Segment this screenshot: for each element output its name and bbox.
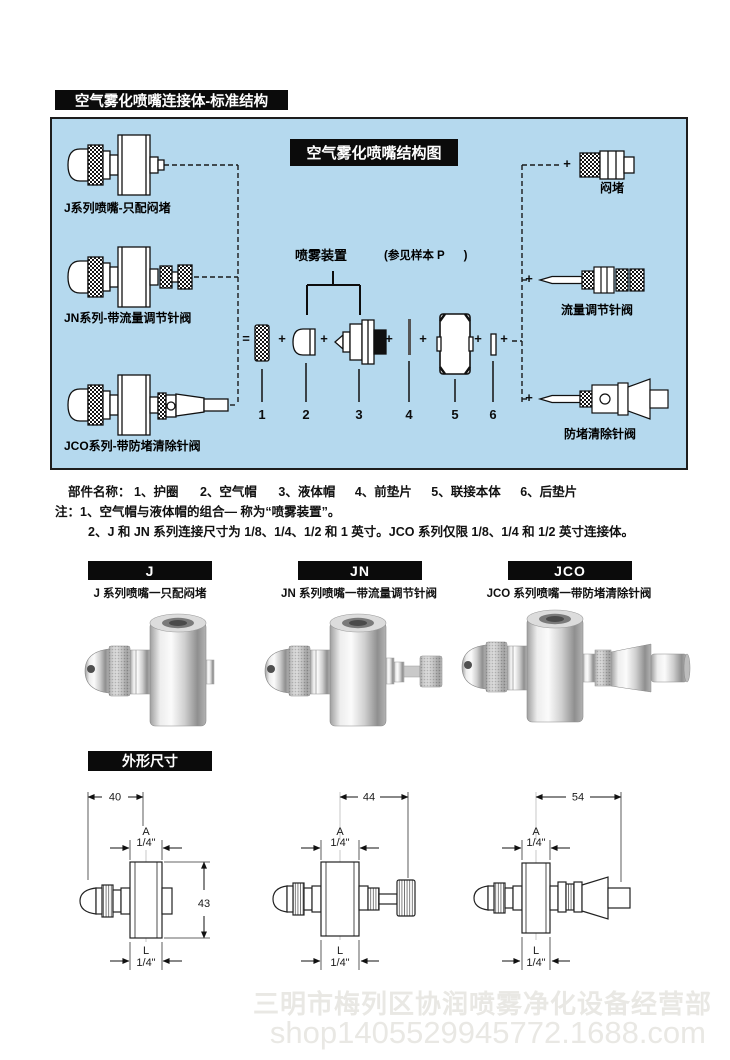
plug-label: 闷堵 xyxy=(599,181,624,195)
plug-drawing xyxy=(579,150,635,180)
product-code-j: J xyxy=(145,562,155,579)
watermark-line1: 三明市梅列区协润喷雾净化设备经营部 xyxy=(252,989,712,1019)
plus-sign: + xyxy=(320,331,328,346)
dim-bottom-size: 1/4" xyxy=(330,957,349,969)
page-title: 空气雾化喷嘴连接体-标准结构 xyxy=(74,93,269,110)
dim-top-size: 1/4" xyxy=(526,837,545,849)
part-name: 2、空气帽 xyxy=(199,485,257,499)
dim-top-size: 1/4" xyxy=(330,837,349,849)
spray-device-label: 喷雾装置 xyxy=(295,248,348,263)
part-number-5: 5 xyxy=(451,407,459,422)
structure-diagram-canvas xyxy=(67,134,669,436)
diagram-title-bar: 空气雾化喷嘴结构图 xyxy=(290,139,458,166)
j-series-drawing xyxy=(67,134,165,196)
dim-top-letter: A xyxy=(532,826,540,838)
plus-sign: + xyxy=(474,331,482,346)
plus-sign: + xyxy=(563,156,571,171)
equals-sign: = xyxy=(242,331,250,346)
jn-series-label: JN系列-带流量调节针阀 xyxy=(64,311,192,325)
jn-series-drawing xyxy=(67,246,193,308)
plus-sign: + xyxy=(419,331,427,346)
part-number-4: 4 xyxy=(405,407,413,422)
dim-bottom-letter: L xyxy=(533,945,539,957)
parts-name-line: 部件名称： 1、护圈 2、空气帽 3、液体帽 4、前垫片 5、联接本体 6、后垫… xyxy=(68,481,577,500)
dim-height: 43 xyxy=(198,898,210,910)
product-photo-j xyxy=(84,613,215,727)
dimensions-title: 外形尺寸 xyxy=(122,753,178,769)
dim-bottom-letter: L xyxy=(143,945,149,957)
jco-series-label: JCO系列-带防堵清除针阀 xyxy=(64,439,201,453)
flow-valve-label: 流量调节针阀 xyxy=(560,303,633,317)
jco-series-drawing xyxy=(67,374,229,436)
exploded-parts-drawing xyxy=(254,313,497,375)
product-desc-j: J 系列喷嘴一只配闷堵 xyxy=(93,588,207,600)
part-name: 4、前垫片 xyxy=(354,485,412,499)
page-title-bar: 空气雾化喷嘴连接体-标准结构 xyxy=(55,90,288,110)
plus-sign: + xyxy=(525,271,533,286)
product-code-jco: JCO xyxy=(554,562,586,579)
product-photo-jco xyxy=(461,609,691,723)
product-bar-jn: JN xyxy=(298,561,422,580)
dim-bottom-size: 1/4" xyxy=(526,957,545,969)
plus-sign: + xyxy=(525,390,533,405)
part-name: 5、联接本体 xyxy=(431,485,501,499)
part-name: 1、护圈 xyxy=(134,485,179,499)
part-name: 3、液体帽 xyxy=(278,485,336,499)
dimensions-title-bar: 外形尺寸 xyxy=(88,751,212,771)
dim-bottom-size: 1/4" xyxy=(136,957,155,969)
j-series-label: J系列喷嘴-只配闷堵 xyxy=(64,201,171,215)
dimension-drawing-jco: 54 A 1/4" L 1/4" xyxy=(473,792,631,970)
dim-width: 40 xyxy=(109,792,121,804)
part-name: 6、后垫片 xyxy=(520,485,578,499)
product-bar-jco: JCO xyxy=(508,561,632,580)
dim-top-letter: A xyxy=(142,826,150,838)
product-bar-j: J xyxy=(88,561,212,580)
product-photo-jn xyxy=(264,613,443,727)
dim-top-letter: A xyxy=(336,826,344,838)
parts-name-label: 部件名称： xyxy=(68,485,131,499)
plus-sign: + xyxy=(500,331,508,346)
dim-width: 54 xyxy=(572,792,584,804)
dimension-drawing-j: 40 A 1/4" 43 L 1/4" xyxy=(79,792,210,970)
product-desc-jn: JN 系列喷嘴一带流量调节针阀 xyxy=(281,588,437,600)
diagram-title: 空气雾化喷嘴结构图 xyxy=(306,145,442,162)
product-desc-jco: JCO 系列喷嘴一带防堵清除针阀 xyxy=(486,588,652,600)
plus-sign: + xyxy=(385,331,393,346)
note-2: 2、J 和 JN 系列连接尺寸为 1/8、1/4、1/2 和 1 英寸。JCO … xyxy=(88,525,634,539)
anticlog-valve-drawing xyxy=(537,378,669,420)
dim-bottom-letter: L xyxy=(337,945,343,957)
dimension-drawing-jn: 44 A 1/4" L 1/4" xyxy=(272,792,416,970)
watermark-line2: shop1405529945772.1688.com xyxy=(269,1015,706,1050)
flow-valve-drawing xyxy=(537,266,645,294)
dim-width: 44 xyxy=(363,792,375,804)
part-number-2: 2 xyxy=(302,407,310,422)
part-number-3: 3 xyxy=(355,407,363,422)
spray-device-note: (参见样本 P ) xyxy=(384,250,468,262)
dim-top-size: 1/4" xyxy=(136,837,155,849)
part-number-1: 1 xyxy=(258,407,266,422)
anticlog-valve-label: 防堵清除针阀 xyxy=(563,427,636,441)
note-1: 注：1、空气帽与液体帽的组合— 称为“喷雾装置”。 xyxy=(55,505,341,519)
structure-diagram-panel: 空气雾化喷嘴结构图 J系列喷嘴-只配闷堵 JN系列-带流量调节针阀 JCO系列-… xyxy=(50,117,688,470)
plus-sign: + xyxy=(278,331,286,346)
product-code-jn: JN xyxy=(350,562,370,579)
part-number-6: 6 xyxy=(489,407,497,422)
